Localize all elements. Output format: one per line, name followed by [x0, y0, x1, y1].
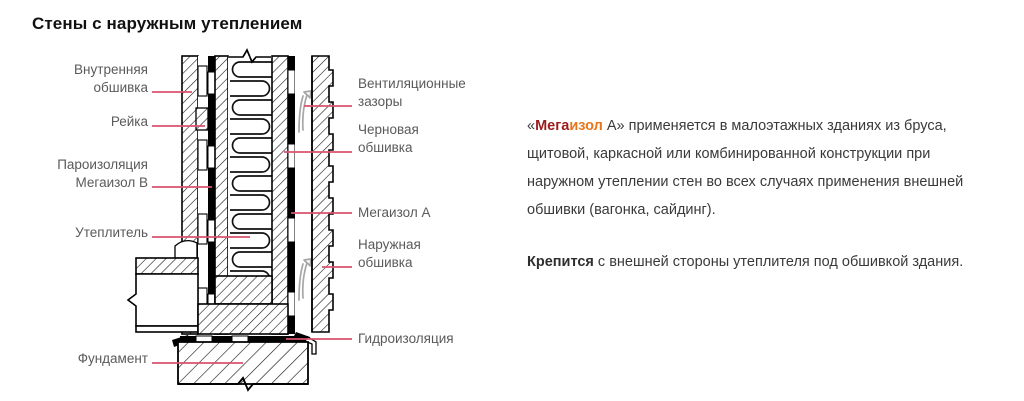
brand-mega-text: Мега [535, 118, 570, 134]
description-paragraph-1-rest: применяется в малоэтажных зданиях из бру… [527, 118, 964, 218]
label-ventilyacionnye-zazory-line2: зазоры [358, 94, 402, 109]
mounting-keyword: Крепится [527, 254, 594, 270]
brand-izol-text: изол [569, 118, 603, 134]
foundation-block [177, 341, 309, 392]
label-chernovaya-obshivka-line1: Черновая [358, 122, 419, 137]
label-gidroizolyaciya: Гидроизоляция [358, 331, 454, 346]
vent-airflow-arrow [298, 90, 312, 301]
label-uteplitel: Утеплитель [75, 225, 148, 240]
top-break-symbol [228, 48, 272, 64]
leader-lines-left [152, 91, 250, 364]
label-vnutrennyaya-obshivka-line2: обшивка [94, 80, 149, 95]
layer-batten [195, 56, 209, 334]
brand-grade-text: А» [602, 118, 625, 134]
description-text-block: «Мегаизол А» применяется в малоэтажных з… [527, 112, 987, 276]
label-paroizolyaciya-line1: Пароизоляция [57, 157, 148, 172]
layer-insulation [228, 56, 272, 334]
brand-quote-open: « [527, 118, 536, 134]
layer-outer-siding [311, 55, 334, 333]
page-title: Стены с наружным утеплением [32, 14, 303, 33]
diagram-labels-right: Вентиляционные зазоры Черновая обшивка М… [358, 76, 466, 346]
description-paragraph-2: Крепится с внешней стороны утеплителя по… [527, 248, 987, 276]
description-paragraph-1: «Мегаизол А» применяется в малоэтажных з… [527, 112, 987, 224]
floor-slab-assembly [126, 239, 199, 333]
label-chernovaya-obshivka-line2: обшивка [358, 140, 413, 155]
description-paragraph-2-rest: с внешней стороны утеплителя под обшивко… [593, 254, 964, 270]
bottom-plate-block [197, 275, 289, 335]
label-reyka: Рейка [111, 114, 149, 129]
label-naruzhnaya-obshivka-line2: обшивка [358, 255, 413, 270]
layer-vent-gap [295, 56, 312, 334]
layer-vapour-barrier-megaizol-b [207, 56, 216, 334]
layer-membrane-megaizol-a [287, 56, 296, 334]
diagram-labels-left: Внутренняя обшивка Рейка Пароизоляция Ме… [57, 62, 148, 366]
label-naruzhnaya-obshivka-line1: Наружная [358, 237, 421, 252]
label-megaizol-a: Мегаизол А [358, 205, 430, 220]
wall-section-svg: Внутренняя обшивка Рейка Пароизоляция Ме… [57, 48, 466, 392]
layer-rough-sheathing [271, 55, 289, 335]
label-vnutrennyaya-obshivka-line1: Внутренняя [74, 62, 148, 77]
label-paroizolyaciya-line2: Мегаизол В [76, 175, 148, 190]
wall-section-diagram: Внутренняя обшивка Рейка Пароизоляция Ме… [0, 48, 520, 401]
label-fundament: Фундамент [78, 351, 148, 366]
label-ventilyacionnye-zazory-line1: Вентиляционные [358, 76, 466, 91]
leader-lines-right [284, 105, 352, 340]
